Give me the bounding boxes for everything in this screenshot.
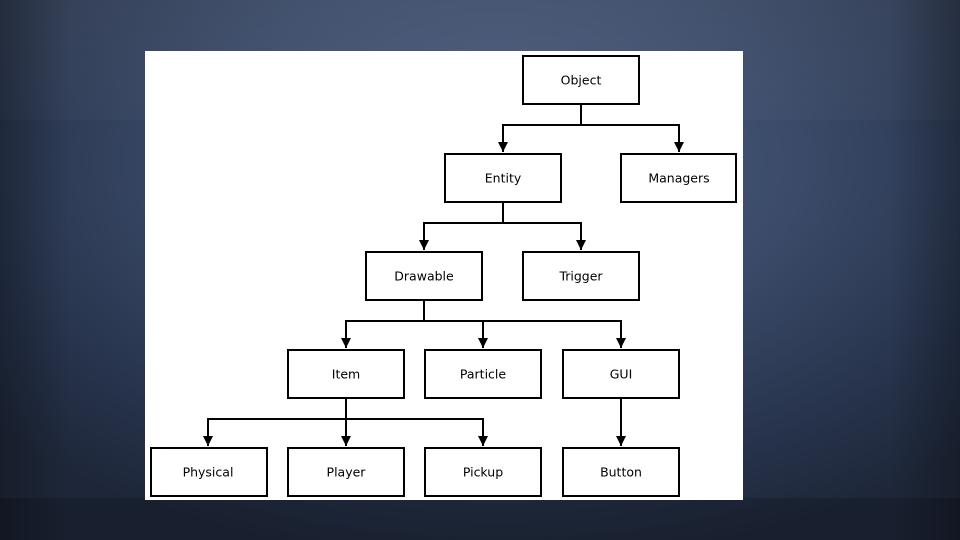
node-label: Entity <box>485 171 522 186</box>
node-particle: Particle <box>424 349 542 399</box>
edge-item-to-pickup <box>346 418 488 446</box>
node-button: Button <box>562 447 680 497</box>
node-object: Object <box>522 55 640 105</box>
slide-bottom-band <box>0 498 960 540</box>
node-label: Player <box>327 465 367 480</box>
edge-entity-to-drawable <box>419 202 504 250</box>
edge-drawable-to-particle <box>424 320 488 348</box>
node-label: Drawable <box>394 269 454 284</box>
slide-right-shade <box>890 0 960 540</box>
edge-object-to-managers <box>581 124 684 152</box>
slide-left-shade <box>0 0 70 540</box>
node-entity: Entity <box>444 153 562 203</box>
node-trigger: Trigger <box>522 251 640 301</box>
node-player: Player <box>287 447 405 497</box>
node-pickup: Pickup <box>424 447 542 497</box>
node-label: Trigger <box>558 269 603 284</box>
node-label: Button <box>600 465 642 480</box>
connectors <box>203 104 684 446</box>
node-label: Object <box>561 73 602 88</box>
edge-entity-to-trigger <box>503 222 586 250</box>
node-drawable: Drawable <box>365 251 483 301</box>
edge-drawable-to-item <box>341 300 425 348</box>
node-gui: GUI <box>562 349 680 399</box>
diagram-panel: Object Entity Managers Drawable Trigger <box>145 51 743 500</box>
node-label: Pickup <box>463 465 503 480</box>
node-label: Physical <box>183 465 234 480</box>
edge-drawable-to-gui <box>424 320 626 348</box>
node-label: Managers <box>648 171 709 186</box>
edge-item-to-physical <box>203 418 346 446</box>
node-managers: Managers <box>620 153 737 203</box>
class-hierarchy-diagram: Object Entity Managers Drawable Trigger <box>150 55 737 497</box>
node-item: Item <box>287 349 405 399</box>
node-label: GUI <box>610 367 633 382</box>
edge-object-to-entity <box>498 104 582 152</box>
node-label: Particle <box>460 367 506 382</box>
node-label: Item <box>332 367 360 382</box>
node-physical: Physical <box>150 447 268 497</box>
